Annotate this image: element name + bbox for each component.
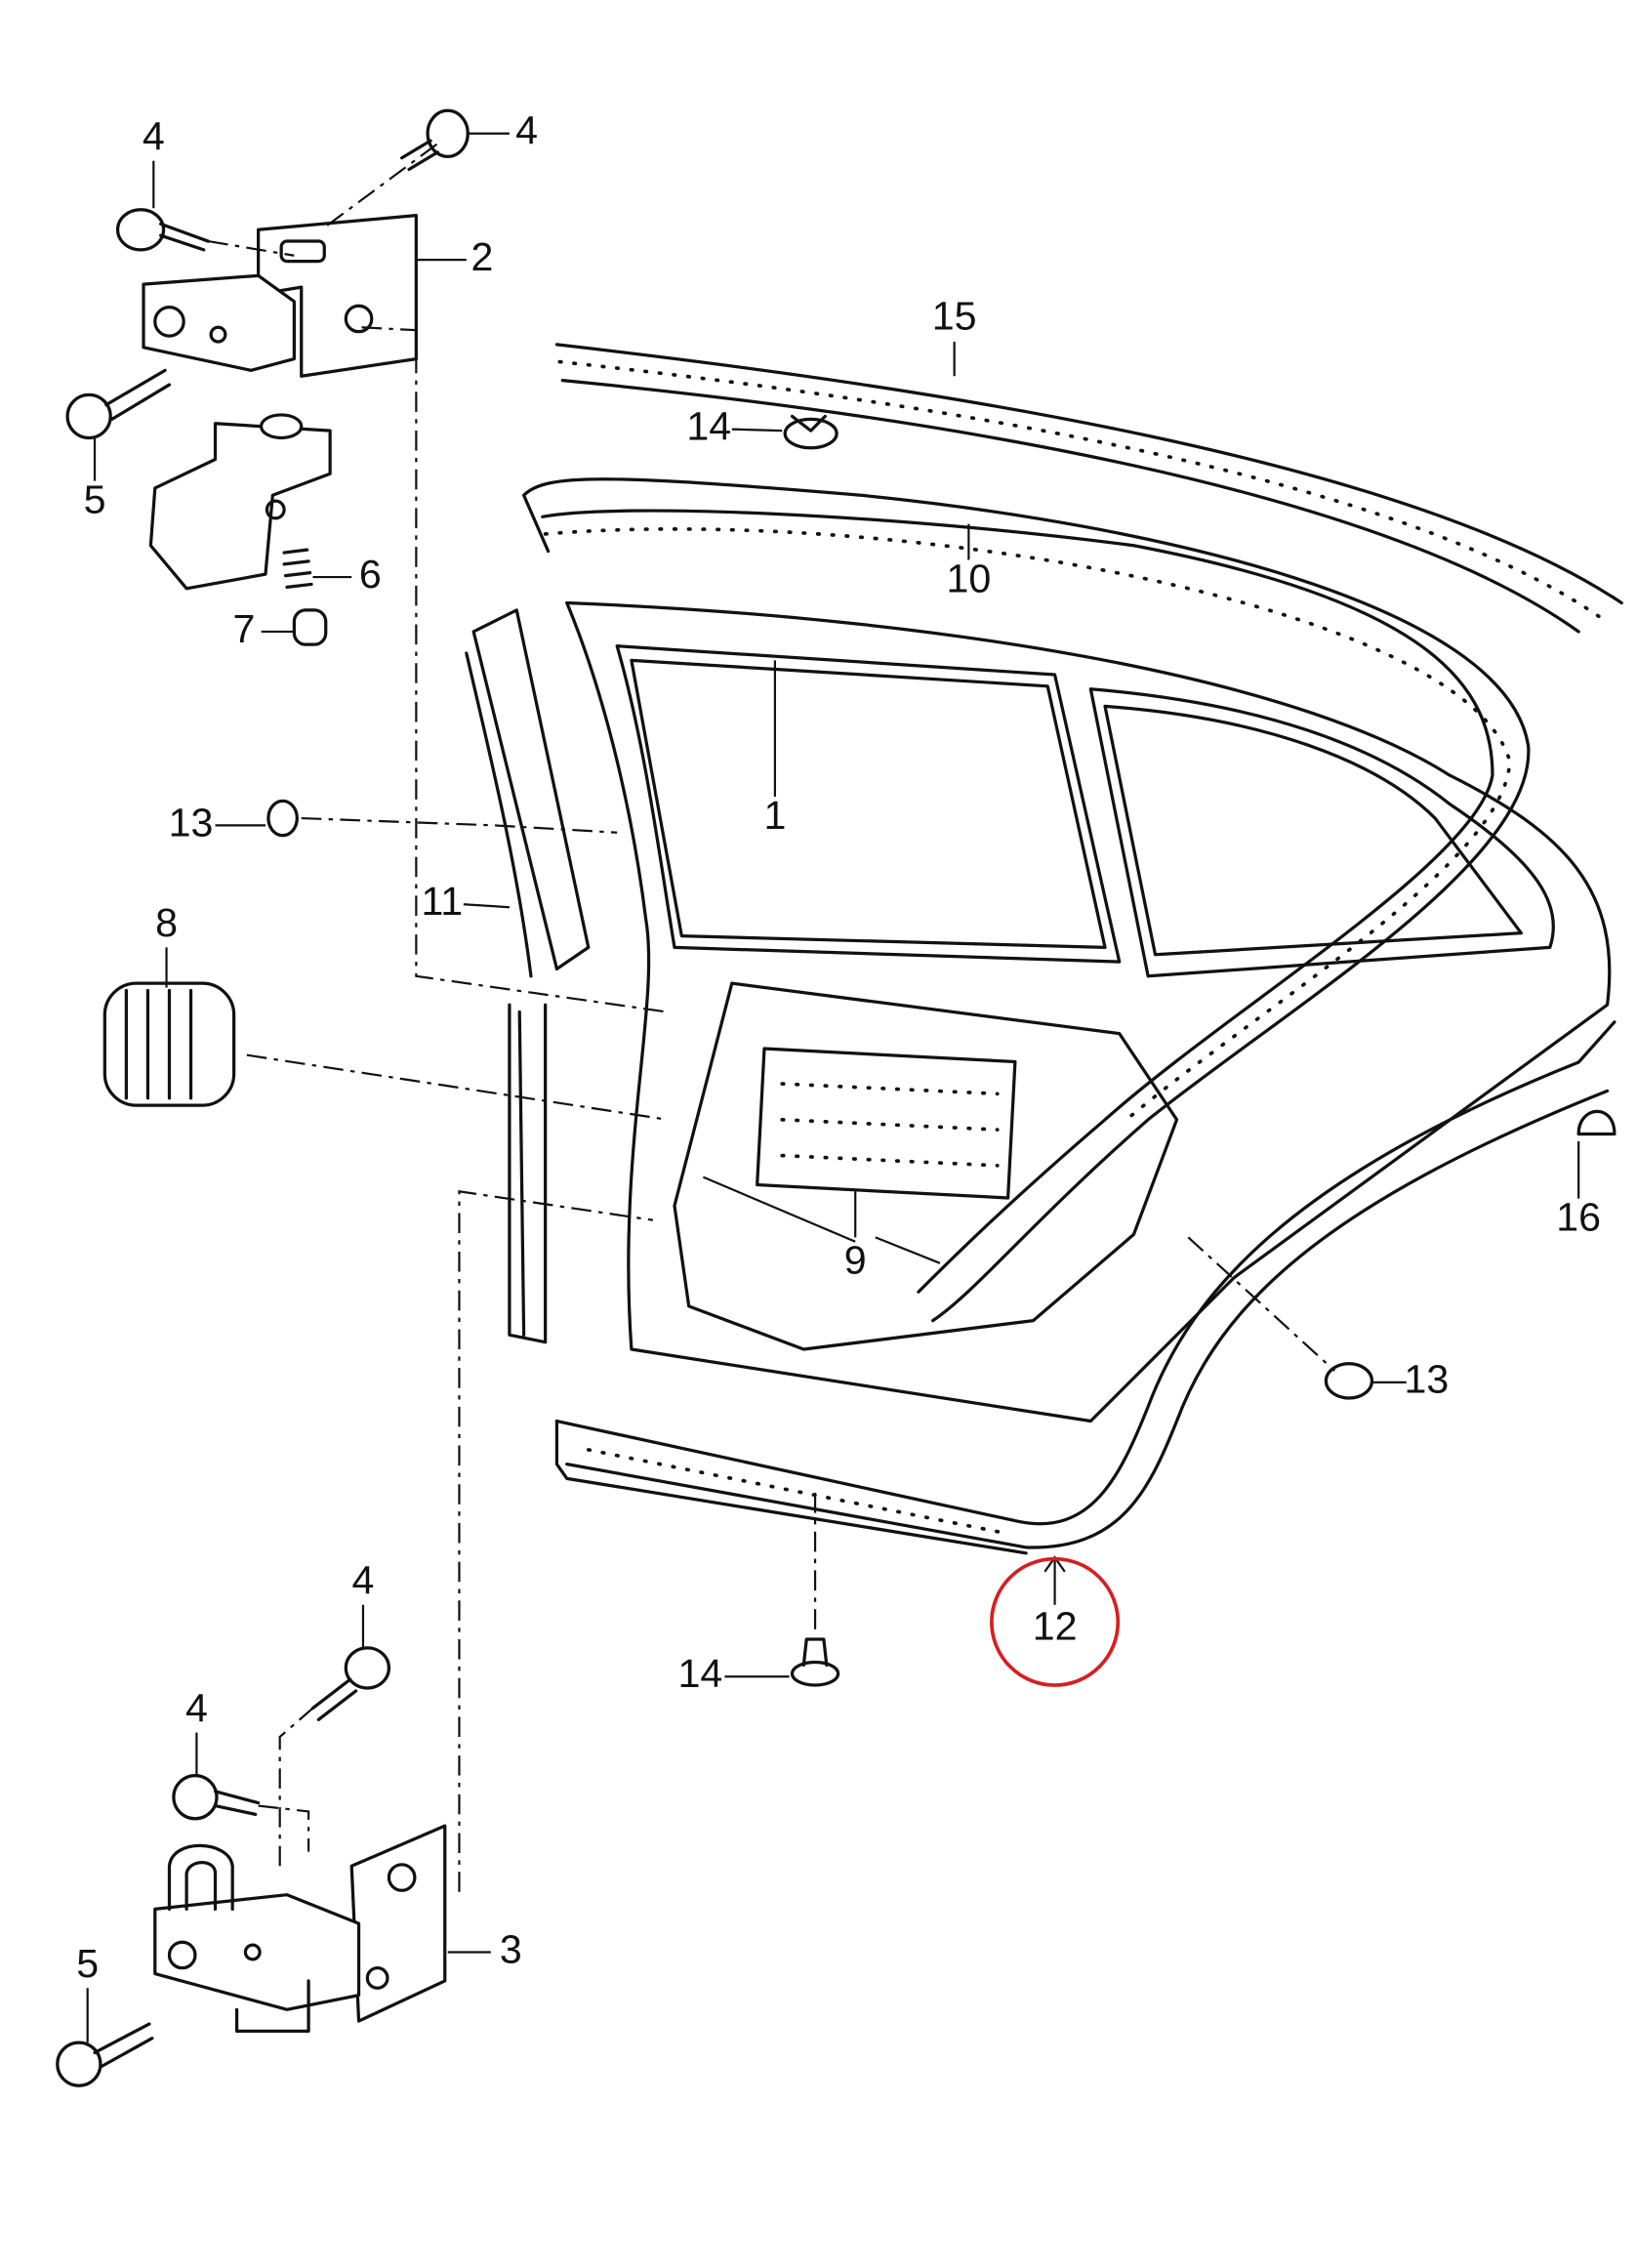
highlight-circle [990,1556,1121,1687]
callout-8: 8 [155,900,178,945]
callout-4: 4 [352,1558,375,1603]
callout-12-highlighted: 12 [1033,1604,1078,1649]
callout-16: 16 [1556,1195,1601,1240]
screw-4-top-left [115,208,210,252]
callout-9: 9 [844,1238,867,1283]
spring-6 [282,548,313,589]
callout-5: 5 [76,1941,99,1986]
seal-15 [554,343,1623,605]
leader-lines [86,132,1580,2043]
clip-13-left [266,799,299,838]
callout-11: 11 [421,879,463,924]
screw-5-top [65,368,172,440]
clip-14-bottom [790,1637,840,1687]
callout-10: 10 [946,556,991,600]
assembly-lines [207,143,1336,1892]
screw-5-lower [56,2022,154,2087]
callout-13: 13 [169,800,214,845]
callout-4: 4 [185,1685,208,1730]
callout-14: 14 [686,404,731,449]
seal-12 [554,1020,1616,1555]
callout-14: 14 [678,1651,723,1696]
seal-10 [521,477,1531,1323]
screw-4-top-right [400,108,470,172]
callout-6: 6 [359,552,382,597]
grommet-8 [102,981,236,1107]
screw-4-lower-left [172,1774,261,1821]
clip-13-right [1324,1362,1374,1400]
screw-4-lower-right [310,1646,391,1721]
cap-7 [292,608,328,646]
clip-14-top [783,414,838,450]
callout-15: 15 [932,293,977,338]
door-post-11 [465,608,591,1344]
callout-1: 1 [763,793,786,838]
callout-5: 5 [84,476,106,521]
clip-16 [1576,1109,1616,1136]
upper-hinge [142,213,418,591]
callout-3: 3 [500,1926,522,1971]
lower-hinge [153,1824,447,2033]
callout-7: 7 [232,606,255,651]
callout-labels: 4 4 2 5 6 7 15 14 10 1 13 11 8 9 16 13 1… [76,108,1601,1986]
door-shell [565,600,1612,1423]
callout-4: 4 [143,114,165,159]
callout-2: 2 [471,234,494,279]
callout-13: 13 [1404,1357,1449,1402]
callout-4: 4 [515,108,538,153]
